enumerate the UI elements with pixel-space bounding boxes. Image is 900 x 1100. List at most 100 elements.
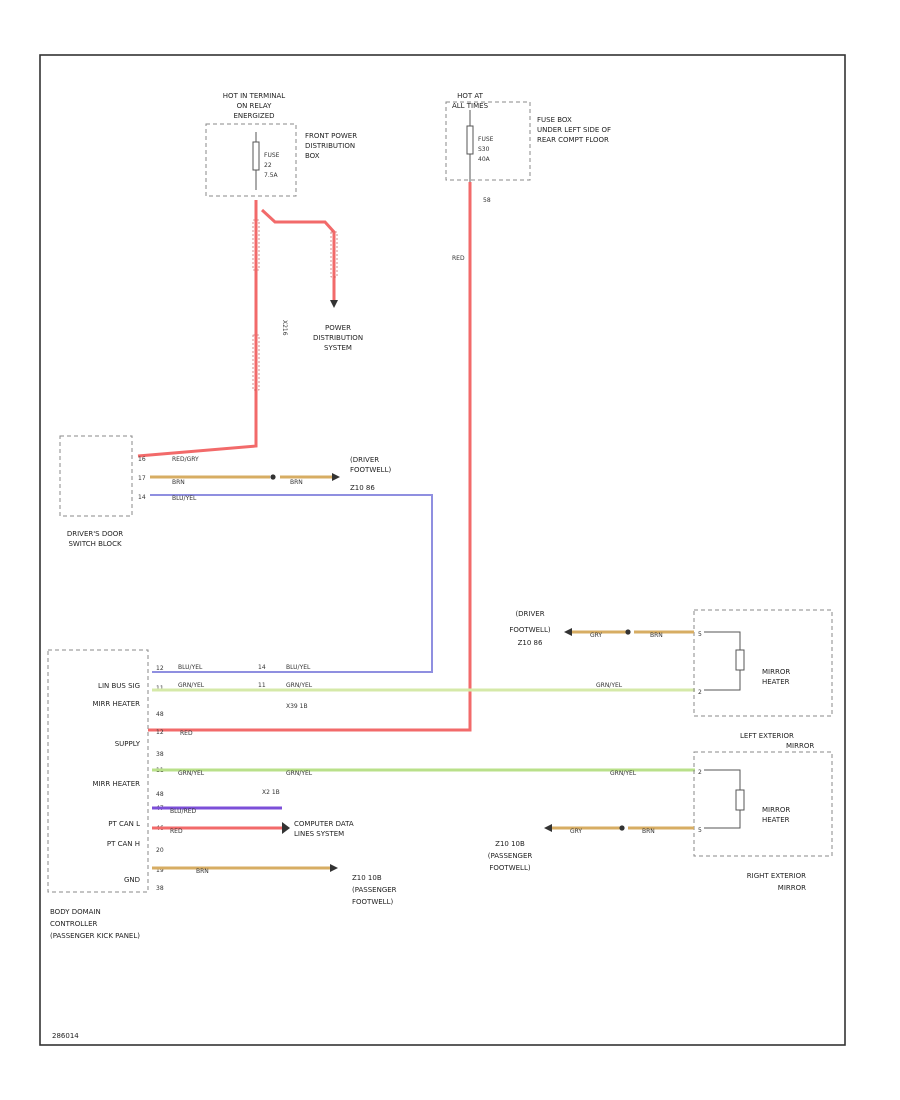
right-mirror-wire-in: GRN/YEL — [610, 770, 637, 777]
bdc-conn-label: X39 1B — [286, 703, 308, 710]
door-pin-16: 16 — [138, 456, 146, 463]
front-power-box — [205, 123, 297, 197]
lin-bus-wire — [150, 494, 433, 673]
fuse-s30-l3: 40A — [478, 156, 491, 163]
bdc-sig-ptcanl: PT CAN L — [108, 820, 140, 828]
driver-door-l1: DRIVER'S DOOR — [67, 530, 123, 538]
bdc-sig-gnd: GND — [124, 876, 140, 884]
fuse-22-l3: 7.5A — [264, 172, 279, 179]
door-wire-bluyel: BLU/YEL — [172, 495, 197, 502]
left-gnd-l2: FOOTWELL) — [509, 626, 550, 634]
pds-l3: SYSTEM — [324, 344, 352, 352]
rear-fuse-pin: 58 — [483, 197, 491, 204]
diagram-id: 286014 — [52, 1032, 79, 1040]
front-power-l2: DISTRIBUTION — [305, 142, 355, 150]
bdc-conn-pin-b: 11 — [258, 682, 266, 689]
door-ground-arrow — [332, 473, 340, 481]
door-wire-brn: BRN — [172, 479, 185, 486]
rear-fuse-l3: REAR COMPT FLOOR — [537, 136, 609, 144]
left-mirror-wire-in: GRN/YEL — [596, 682, 623, 689]
wire-segment-2 — [330, 231, 338, 278]
red-wire-fuse22-to-door — [137, 200, 258, 458]
cds-arrow — [282, 822, 290, 834]
left-mirror-l1: LEFT EXTERIOR — [740, 732, 794, 740]
front-power-l3: BOX — [305, 152, 320, 160]
bdc-wire-grnyel-2: GRN/YEL — [286, 682, 313, 689]
fuse-s30-l1: FUSE — [478, 136, 494, 143]
left-gnd-l3: Z10 86 — [518, 639, 543, 647]
bdc-sig-supply: SUPPLY — [115, 740, 141, 748]
bdc-conn-pin-a: 14 — [258, 664, 266, 671]
right-mirror-pin-in: 2 — [698, 769, 702, 776]
main-red-label: RED — [452, 255, 465, 262]
wire-segment-1 — [252, 219, 260, 271]
splice-dot-door — [270, 474, 276, 480]
door-ground-l3: Z10 86 — [350, 484, 375, 492]
right-mirror-l1: RIGHT EXTERIOR — [747, 872, 806, 880]
fuse-22 — [252, 141, 260, 171]
cds-l1: COMPUTER DATA — [294, 820, 354, 828]
pass-ground-arrow — [330, 864, 338, 872]
right-gnd-wire2: BRN — [642, 828, 655, 835]
hot-ign-title-1: HOT IN TERMINAL — [223, 92, 285, 100]
bdc-pin-12: 38 — [156, 885, 164, 892]
fuse-s30-l2: S30 — [478, 146, 490, 153]
left-heater-element — [735, 649, 745, 671]
right-heater-element — [735, 789, 745, 811]
left-exterior-mirror — [693, 609, 833, 717]
bdc-pin-10: 20 — [156, 847, 164, 854]
door-ground-l2: FOOTWELL) — [350, 466, 391, 474]
bdc-l2: CONTROLLER — [50, 920, 98, 928]
bdc-sig-lin: LIN BUS SIG — [98, 682, 140, 690]
left-mirror-pin-in: 2 — [698, 689, 702, 696]
pds-arrow — [330, 300, 338, 308]
left-heater-loop — [704, 631, 741, 691]
right-gnd-wire1: GRY — [570, 828, 582, 835]
door-wire-redgry: RED/GRY — [172, 456, 199, 463]
right-gnd-l1: Z10 10B — [495, 840, 525, 848]
bdc-wire-brn: BRN — [196, 868, 209, 875]
x216-label: X216 — [281, 320, 288, 336]
bdc-l3: (PASSENGER KICK PANEL) — [50, 932, 140, 940]
right-gnd-l3: FOOTWELL) — [489, 864, 530, 872]
driver-door-l2: SWITCH BLOCK — [68, 540, 122, 548]
bdc-pin-11: 19 — [156, 867, 164, 874]
bdc-sig-ptcanh: PT CAN H — [107, 840, 140, 848]
left-heater-l2: HEATER — [762, 678, 790, 686]
bdc-wire-grnyel-3: GRN/YEL — [178, 770, 205, 777]
bdc-wire-grnyel-4: GRN/YEL — [286, 770, 313, 777]
bdc-pin-5: 38 — [156, 751, 164, 758]
bdc-pin-7: 48 — [156, 791, 164, 798]
front-power-l1: FRONT POWER — [305, 132, 357, 140]
pass-ground-l3: FOOTWELL) — [352, 898, 393, 906]
bdc-wire-grnyel: GRN/YEL — [178, 682, 205, 689]
door-ground-wire: BRN — [290, 479, 303, 486]
left-gnd-splice — [625, 629, 631, 635]
pds-l1: POWER — [325, 324, 351, 332]
hot-all-title-1: HOT AT — [457, 92, 484, 100]
left-heater-l1: MIRROR — [762, 668, 790, 676]
hot-ign-title-3: ENERGIZED — [233, 112, 274, 120]
pds-l2: DISTRIBUTION — [313, 334, 363, 342]
cds-l2: LINES SYSTEM — [294, 830, 344, 838]
right-exterior-mirror — [693, 751, 833, 857]
bdc-sig-mirr1: MIRR HEATER — [92, 700, 140, 708]
door-pin-14: 14 — [138, 494, 146, 501]
right-mirror-pin-gnd: 5 — [698, 827, 702, 834]
bdc-wire-red: RED — [180, 730, 193, 737]
pass-ground-l2: (PASSENGER — [352, 886, 397, 894]
left-gnd-wire1: GRY — [590, 632, 602, 639]
bdc-conn-label-2: X2 1B — [262, 789, 280, 796]
pass-ground-l1: Z10 10B — [352, 874, 382, 882]
body-domain-controller — [47, 649, 149, 893]
bdc-l1: BODY DOMAIN — [50, 908, 101, 916]
right-heater-l1: MIRROR — [762, 806, 790, 814]
right-gnd-splice — [619, 825, 625, 831]
bdc-pin-4: 12 — [156, 729, 164, 736]
left-mirror-pin-gnd: 5 — [698, 631, 702, 638]
door-ground-l1: (DRIVER — [350, 456, 379, 464]
wire-segment-3 — [252, 334, 260, 391]
right-mirror-l2: MIRROR — [778, 884, 806, 892]
rear-fuse-box — [445, 101, 531, 181]
